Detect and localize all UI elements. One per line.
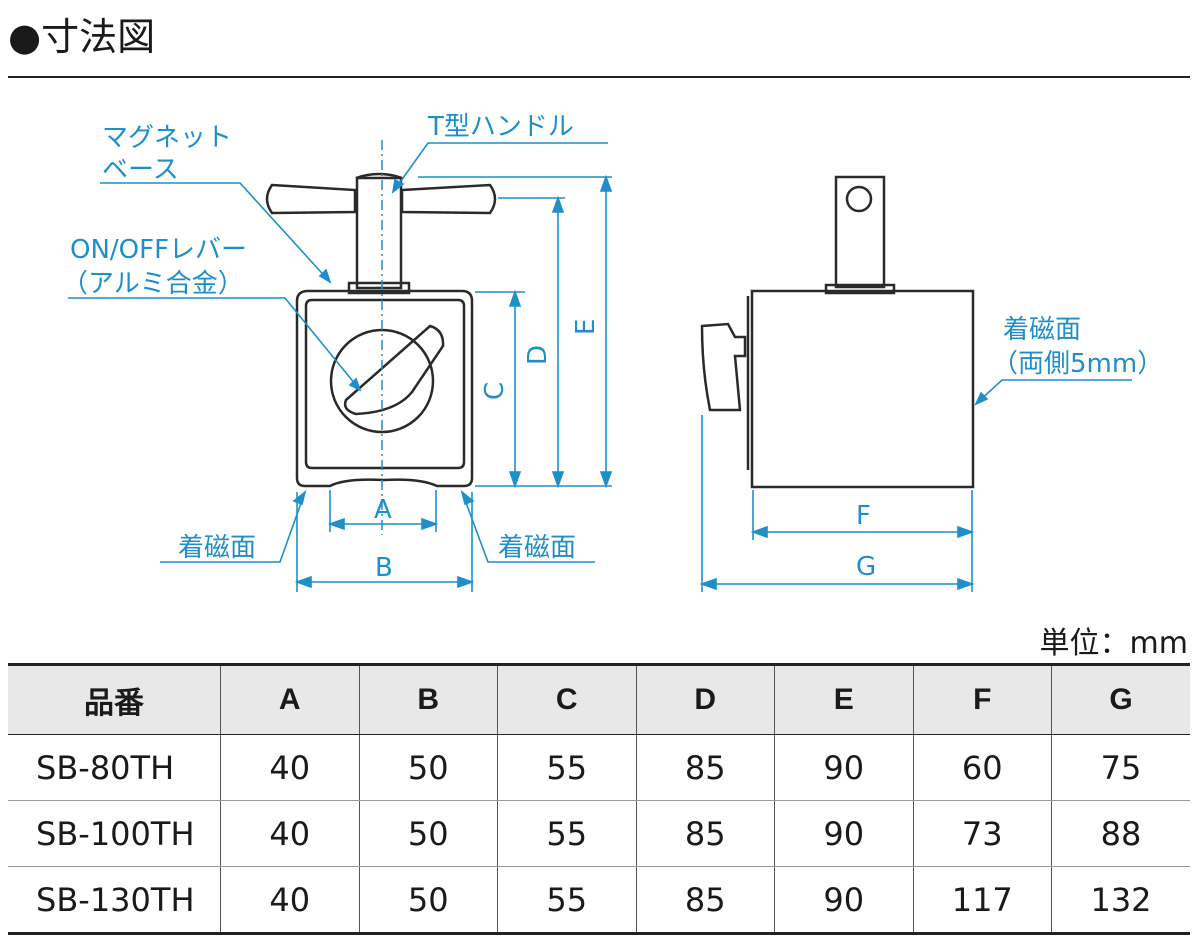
cell-d: 85 [635,866,775,935]
side-lever [700,322,747,412]
cell-c: 55 [497,866,636,935]
stem-base [347,281,411,295]
header-e: E [774,663,913,735]
label-attract-side-1: 着磁面 [1003,315,1081,345]
unit-note: 単位：mm [1039,626,1188,661]
dim-letter-d: D [523,345,553,365]
cell-c: 55 [497,800,636,867]
label-lever-1: ON/OFFレバー [70,235,247,265]
cell-a: 40 [220,866,359,935]
header-model: 品番 [8,663,221,735]
magnet-body-inner [304,298,466,470]
dim-letter-e: E [571,319,601,335]
cell-g: 132 [1051,866,1190,935]
header-f: F [912,663,1052,735]
cell-f: 117 [912,866,1052,935]
cell-b: 50 [358,734,498,801]
header-g: G [1051,663,1190,735]
cell-g: 75 [1051,734,1190,801]
label-lever-2: （アルミ合金） [62,269,244,299]
cell-model: SB-100TH [8,800,221,867]
cell-b: 50 [358,800,498,867]
table-row: SB-100TH 40 50 55 85 90 73 88 [8,800,1190,867]
bullet-icon: ● [8,15,42,59]
header-b: B [358,663,498,735]
front-view [265,172,497,488]
dim-letter-f: F [856,501,871,531]
title-divider [8,76,1190,78]
table-row: SB-80TH 40 50 55 85 90 60 75 [8,734,1190,801]
dim-letter-b: B [375,553,393,583]
t-handle-right-arm [400,183,497,215]
header-c: C [497,663,636,735]
label-attract-side-2: （両側5mm） [992,349,1163,379]
front-dimensions [294,174,613,592]
side-view [700,175,975,489]
cell-d: 85 [635,734,775,801]
cell-a: 40 [220,800,359,867]
dimension-drawing: マグネット ベース T型ハンドル ON/OFFレバー （アルミ合金） 着磁面 着… [62,112,1163,592]
page-title: ●寸法図 [8,14,155,60]
label-t-handle: T型ハンドル [427,112,574,142]
side-dimensions [699,379,1132,592]
magnet-body [295,289,474,488]
cell-model: SB-130TH [8,866,221,935]
label-magnet-base-2: ベース [102,155,179,185]
header-a: A [220,663,359,735]
cell-model: SB-80TH [8,734,221,801]
cell-a: 40 [220,734,359,801]
t-handle-stem [355,176,403,290]
side-handle [834,175,886,289]
dim-letter-g: G [856,552,876,582]
label-attract-right: 着磁面 [498,533,576,563]
side-handle-hole [845,185,873,213]
cell-e: 90 [774,866,913,935]
table-row: SB-130TH 40 50 55 85 90 117 132 [8,866,1190,935]
cell-f: 73 [912,800,1052,867]
title-text: 寸法図 [41,15,156,59]
cell-e: 90 [774,800,913,867]
dim-letter-c: C [480,382,510,400]
t-handle-collar [355,172,403,180]
dim-letter-a: A [374,495,392,525]
label-magnet-base-1: マグネット [102,123,232,153]
cell-f: 60 [912,734,1052,801]
table-header-row: 品番 A B C D E F G [8,663,1190,735]
on-off-lever [343,324,445,416]
cell-g: 88 [1051,800,1190,867]
cell-b: 50 [358,866,498,935]
side-body [750,289,975,489]
cell-c: 55 [497,734,636,801]
spec-table: 品番 A B C D E F G SB-80TH 40 50 55 85 90 … [8,663,1190,935]
label-attract-left: 着磁面 [178,533,256,563]
cell-e: 90 [774,734,913,801]
cell-d: 85 [635,800,775,867]
header-d: D [635,663,775,735]
front-leaders [68,142,608,563]
side-stem-base [824,283,896,295]
t-handle-left-arm [265,183,357,215]
